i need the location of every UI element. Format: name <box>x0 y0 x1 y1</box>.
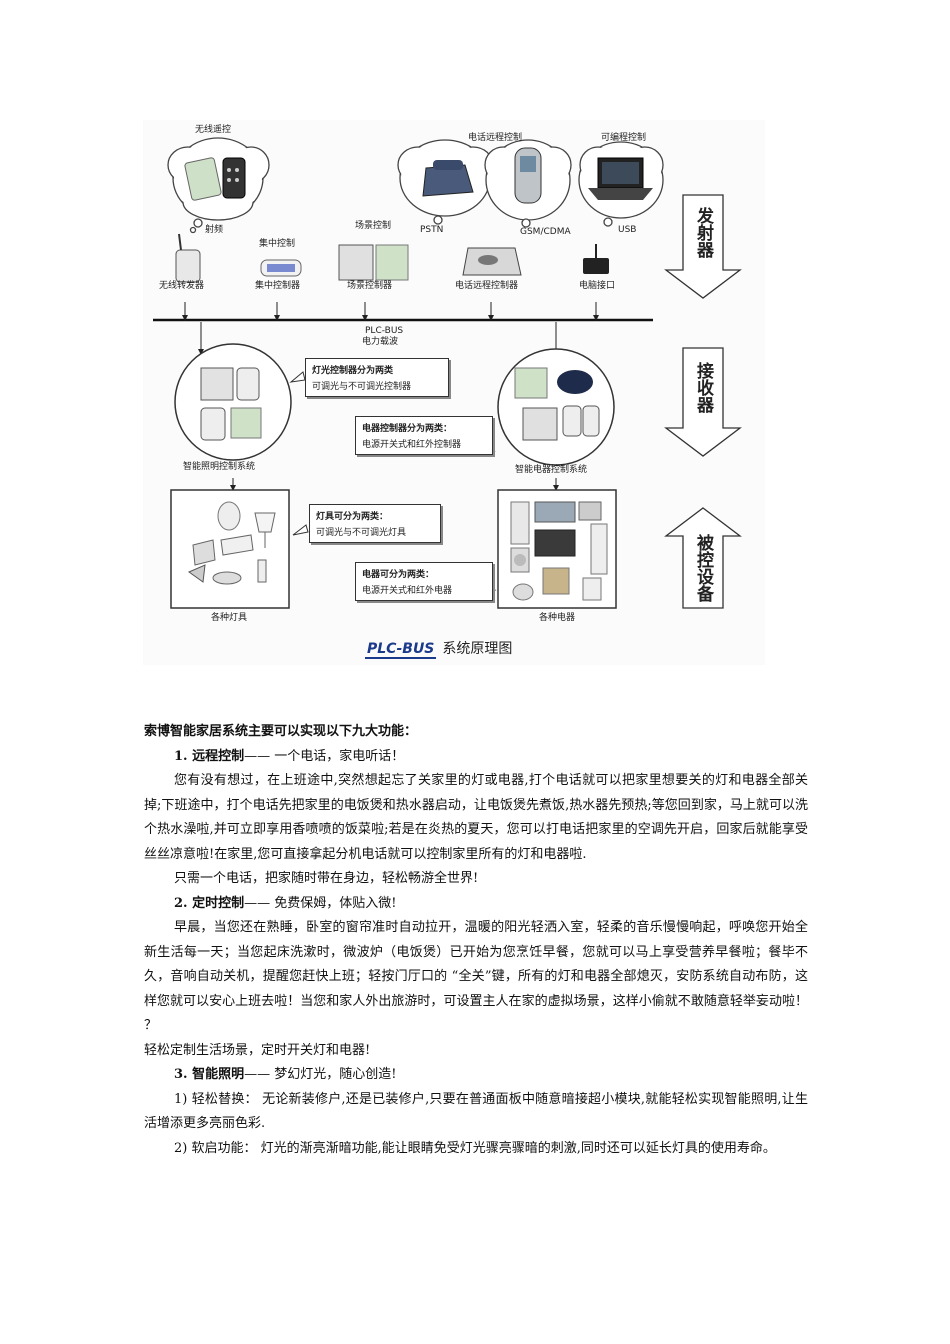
feature-3-tagline: —— 梦幻灯光，随心创造! <box>244 1067 396 1082</box>
plc-bus-system-diagram: 无线遥控 电话远程控制 可编程控制 射频 集中控制 场景控制 PSTN GSM/… <box>143 120 765 665</box>
callout-appliance-types: 电器可分为两类： 电源开关式和红外电器 <box>355 562 493 601</box>
label-wireless-remote: 无线遥控 <box>195 126 231 135</box>
feature-3-heading: 3. 智能照明—— 梦幻灯光，随心创造! <box>144 1063 808 1088</box>
callout-appliance-controller-text: 电源开关式和红外控制器 <box>362 440 461 450</box>
label-usb: USB <box>618 226 636 235</box>
label-phone-remote: 电话远程控制 <box>468 134 522 143</box>
label-scene: 场景控制 <box>355 222 391 231</box>
feature-2-title: 2. 定时控制 <box>174 896 244 911</box>
article-body: 索博智能家居系统主要可以实现以下九大功能： 1. 远程控制—— 一个电话，家电听… <box>144 720 808 1161</box>
label-bus-line1: PLC-BUS <box>365 327 403 336</box>
arrow-controlled-text: 被控设备 <box>693 534 712 602</box>
feature-1-title: 1. 远程控制 <box>174 749 244 764</box>
label-pstn: PSTN <box>420 226 443 235</box>
arrow-transmitter: 发射器 <box>664 195 742 315</box>
callout-appliance-controller: 电器控制器分为两类： 电源开关式和红外控制器 <box>355 416 493 455</box>
label-wireless-transmitter: 无线转发器 <box>159 282 204 291</box>
callout-lamp-types-title: 灯具可分为两类： <box>316 509 434 522</box>
arrow-receiver-text: 接收器 <box>693 362 712 413</box>
functions-heading: 索博智能家居系统主要可以实现以下九大功能： <box>144 720 808 745</box>
diagram-caption: PLC-BUS 系统原理图 <box>365 638 512 659</box>
feature-2-heading: 2. 定时控制—— 免费保姆，体贴入微! <box>144 892 808 917</box>
label-appliance-system: 智能电器控制系统 <box>515 466 587 475</box>
label-lighting-system: 智能照明控制系统 <box>183 463 255 472</box>
diagram-caption-text: 系统原理图 <box>442 641 512 657</box>
arrow-receiver: 接收器 <box>664 348 742 468</box>
label-phone-remote-controller: 电话远程控制器 <box>455 282 518 291</box>
feature-2-paragraph: 早晨，当您还在熟睡，卧室的窗帘准时自动拉开，温暖的阳光轻洒入室，轻柔的音乐慢慢响… <box>144 916 808 1039</box>
label-gsm: GSM/CDMA <box>520 228 571 237</box>
callout-lamp-types-text: 可调光与不可调光灯具 <box>316 528 406 538</box>
feature-2-slogan: 轻松定制生活场景，定时开关灯和电器! <box>144 1039 808 1064</box>
plc-bus-logo: PLC-BUS <box>365 641 436 659</box>
scene-controller-device <box>339 245 373 280</box>
label-central-controller: 集中控制器 <box>255 282 300 291</box>
arrow-transmitter-text: 发射器 <box>693 207 712 258</box>
label-bus-line2: 电力载波 <box>362 338 398 347</box>
wireless-transmitter-device <box>176 250 200 282</box>
feature-1-tagline: —— 一个电话，家电听话！ <box>244 749 404 764</box>
remote-control-icon <box>223 158 245 198</box>
lighting-receiver-circle <box>175 344 291 460</box>
feature-2-tagline: —— 免费保姆，体贴入微! <box>244 896 396 911</box>
callout-light-controller-title: 灯光控制器分为两类 <box>312 363 442 376</box>
callout-appliance-controller-title: 电器控制器分为两类： <box>362 421 486 434</box>
label-lamps: 各种灯具 <box>211 614 247 623</box>
pc-interface-device <box>583 258 609 274</box>
feature-1-slogan: 只需一个电话，把家随时带在身边，轻松畅游全世界! <box>144 867 808 892</box>
feature-1-heading: 1. 远程控制—— 一个电话，家电听话！ <box>144 745 808 770</box>
label-scene-controller: 场景控制器 <box>347 282 392 291</box>
callout-light-controller-text: 可调光与不可调光控制器 <box>312 382 411 392</box>
feature-3-item-2: 2) 软启功能： 灯光的渐亮渐暗功能,能让眼睛免受灯光骤亮骤暗的刺激,同时还可以… <box>144 1137 808 1162</box>
callout-appliance-types-text: 电源开关式和红外电器 <box>362 586 452 596</box>
callout-light-controller: 灯光控制器分为两类 可调光与不可调光控制器 <box>305 358 449 397</box>
callout-lamp-types: 灯具可分为两类： 可调光与不可调光灯具 <box>309 504 441 543</box>
feature-3-title: 3. 智能照明 <box>174 1067 244 1082</box>
feature-1-paragraph: 您有没有想过，在上班途中,突然想起忘了关家里的灯或电器,打个电话就可以把家里想要… <box>144 769 808 867</box>
label-appliances: 各种电器 <box>539 614 575 623</box>
arrow-controlled: 被控设备 <box>664 508 742 628</box>
feature-3-item-1: 1) 轻松替换： 无论新装修户,还是已装修户,只要在普通面板中随意暗接超小模块,… <box>144 1088 808 1137</box>
label-programmable: 可编程控制 <box>601 134 646 143</box>
label-pc-interface: 电脑接口 <box>579 282 615 291</box>
label-centralized: 集中控制 <box>259 240 295 249</box>
label-rf: 射频 <box>205 226 223 235</box>
callout-appliance-types-title: 电器可分为两类： <box>362 567 486 580</box>
